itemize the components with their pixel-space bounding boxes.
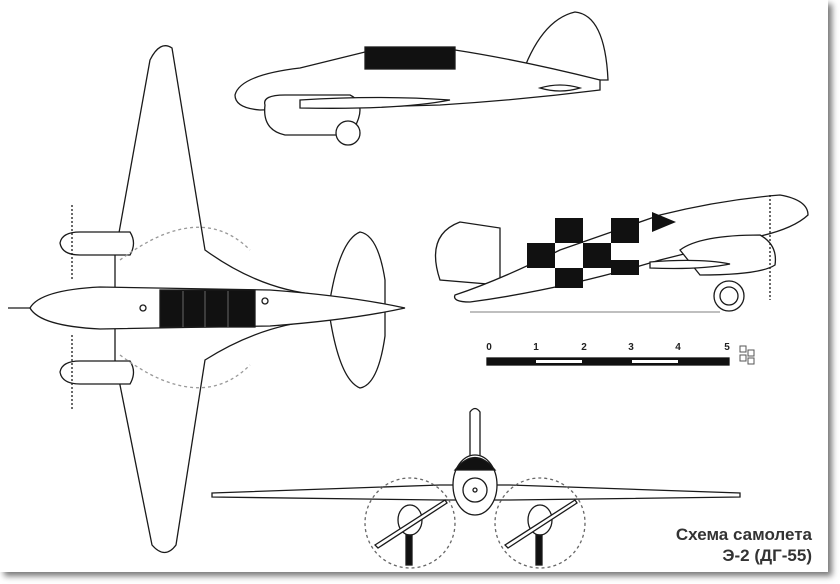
propeller-blades-left (373, 499, 448, 549)
drawing-caption: Схема самолета Э-2 (ДГ-55) (676, 524, 812, 566)
tail-front (469, 407, 481, 461)
scale-label-1: 1 (533, 342, 539, 353)
scale-label-4: 4 (675, 342, 681, 353)
fuselage-side-2 (453, 194, 809, 303)
caption-line-2: Э-2 (ДГ-55) (722, 546, 812, 565)
engine-nacelle-lower (59, 360, 135, 385)
propeller-disc-right (494, 477, 586, 569)
scale-label-5: 5 (724, 342, 730, 353)
checker-markings (527, 212, 676, 288)
caption-line-1: Схема самолета (675, 525, 812, 544)
side-view-upper (234, 11, 609, 146)
scale-label-2: 2 (581, 342, 587, 353)
propeller-blades-right (503, 499, 578, 549)
tail-fin-2 (434, 221, 501, 286)
front-view (211, 407, 741, 569)
canopy-dark (159, 289, 256, 328)
propeller-disc-left (364, 477, 456, 569)
scale-label-0: 0 (486, 342, 492, 353)
side-view-lower (434, 194, 809, 313)
main-wheel (335, 120, 361, 146)
engine-nacelle-upper (59, 231, 135, 256)
scale-label-3: 3 (628, 342, 634, 353)
scale-bar (486, 357, 730, 366)
top-view (8, 45, 406, 554)
canopy-dark-side (364, 46, 456, 70)
tail-fin (519, 11, 609, 81)
watermark-logo (739, 345, 755, 365)
